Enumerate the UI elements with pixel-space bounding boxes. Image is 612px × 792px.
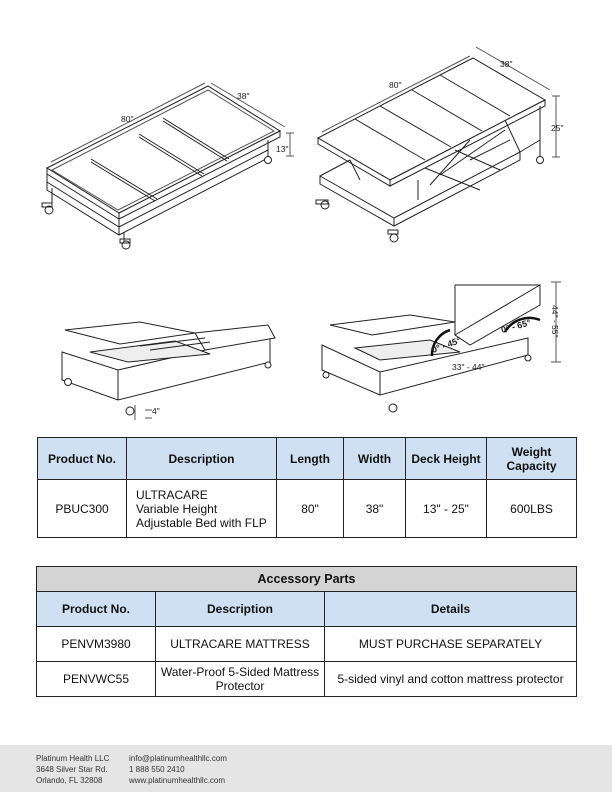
cell-product-no: PENVM3980 (36, 626, 156, 662)
description-line: Adjustable Bed with FLP (136, 515, 267, 530)
accessory-title-row: Accessory Parts (35, 566, 578, 592)
footer-address-line: 3648 Silver Star Rd. (36, 765, 108, 774)
header-product-no: Product No. (36, 591, 156, 627)
description-line: ULTRACARE (136, 487, 208, 502)
cell-weight-capacity: 600LBS (486, 479, 577, 538)
footer-phone: 1 888 550 2410 (129, 765, 185, 774)
bed4-head-height-label: 44" - 55" (550, 305, 560, 338)
page-footer: Platinum Health LLC 3648 Silver Star Rd.… (0, 745, 612, 792)
accessory-title: Accessory Parts (35, 566, 578, 592)
cell-length: 80" (276, 479, 344, 538)
bed1-width-label: 38" (237, 91, 249, 101)
cell-description: ULTRACARE Variable Height Adjustable Bed… (126, 479, 277, 538)
bed2-length-label: 80" (389, 80, 401, 90)
bed-folded-diagram (61, 321, 276, 420)
product-spec-table: Product No. Description Length Width Dec… (37, 437, 577, 538)
cell-product-no: PENVWC55 (36, 661, 156, 697)
table-row: PENVWC55 Water-Proof 5-Sided Mattress Pr… (36, 661, 578, 697)
bed-high-diagram (315, 46, 560, 243)
header-description: Description (126, 437, 277, 480)
footer-address-block: Platinum Health LLC 3648 Silver Star Rd.… (36, 753, 109, 786)
table-row: PENVM3980 ULTRACARE MATTRESS MUST PURCHA… (36, 626, 578, 662)
bed1-length-label: 80" (121, 114, 133, 124)
header-weight-capacity: Weight Capacity (486, 437, 577, 480)
description-line: Variable Height (136, 501, 218, 516)
cell-description: ULTRACARE MATTRESS (155, 626, 325, 662)
cell-description: Water-Proof 5-Sided Mattress Protector (155, 661, 325, 697)
bed-low-diagram (41, 82, 294, 250)
accessory-parts-table: Accessory Parts Product No. Description … (35, 566, 578, 697)
bed2-height-label: 25" (551, 123, 563, 133)
header-details: Details (323, 591, 578, 627)
bed3-clearance-label: 4" (152, 406, 160, 416)
bed1-height-label: 13" (276, 144, 288, 154)
table-row: PBUC300 ULTRACARE Variable Height Adjust… (37, 479, 577, 538)
footer-company: Platinum Health LLC (36, 754, 110, 763)
bed2-width-label: 38" (500, 59, 512, 69)
header-product-no: Product No. (37, 437, 127, 480)
header-deck-height: Deck Height (405, 437, 487, 480)
footer-contact-block: info@platinumhealthllc.com 1 888 550 241… (129, 753, 227, 786)
cell-details: 5-sided vinyl and cotton mattress protec… (323, 661, 578, 697)
cell-deck-height: 13" - 25" (405, 479, 487, 538)
table-header-row: Product No. Description Details (36, 591, 578, 627)
bed4-deck-height-label: 33" - 44" (452, 362, 485, 372)
header-length: Length (276, 437, 344, 480)
header-width: Width (343, 437, 406, 480)
cell-product-no: PBUC300 (37, 479, 127, 538)
cell-details: MUST PURCHASE SEPARATELY (323, 626, 578, 662)
bed-diagrams-svg: 80" 38" 13" 80" 38" 25" 4" 0° - 45° 0° -… (41, 46, 563, 420)
cell-width: 38" (343, 479, 406, 538)
bed-diagrams: 80" 38" 13" 80" 38" 25" 4" 0° - 45° 0° -… (41, 46, 563, 420)
bed-articulated-diagram (321, 281, 561, 413)
footer-website-link[interactable]: www.platinumhealthllc.com (129, 776, 226, 785)
table-header-row: Product No. Description Length Width Dec… (37, 437, 577, 480)
footer-email-link[interactable]: info@platinumhealthllc.com (129, 754, 227, 763)
header-description: Description (155, 591, 325, 627)
footer-address-line: Orlando, FL 32808 (36, 776, 103, 785)
